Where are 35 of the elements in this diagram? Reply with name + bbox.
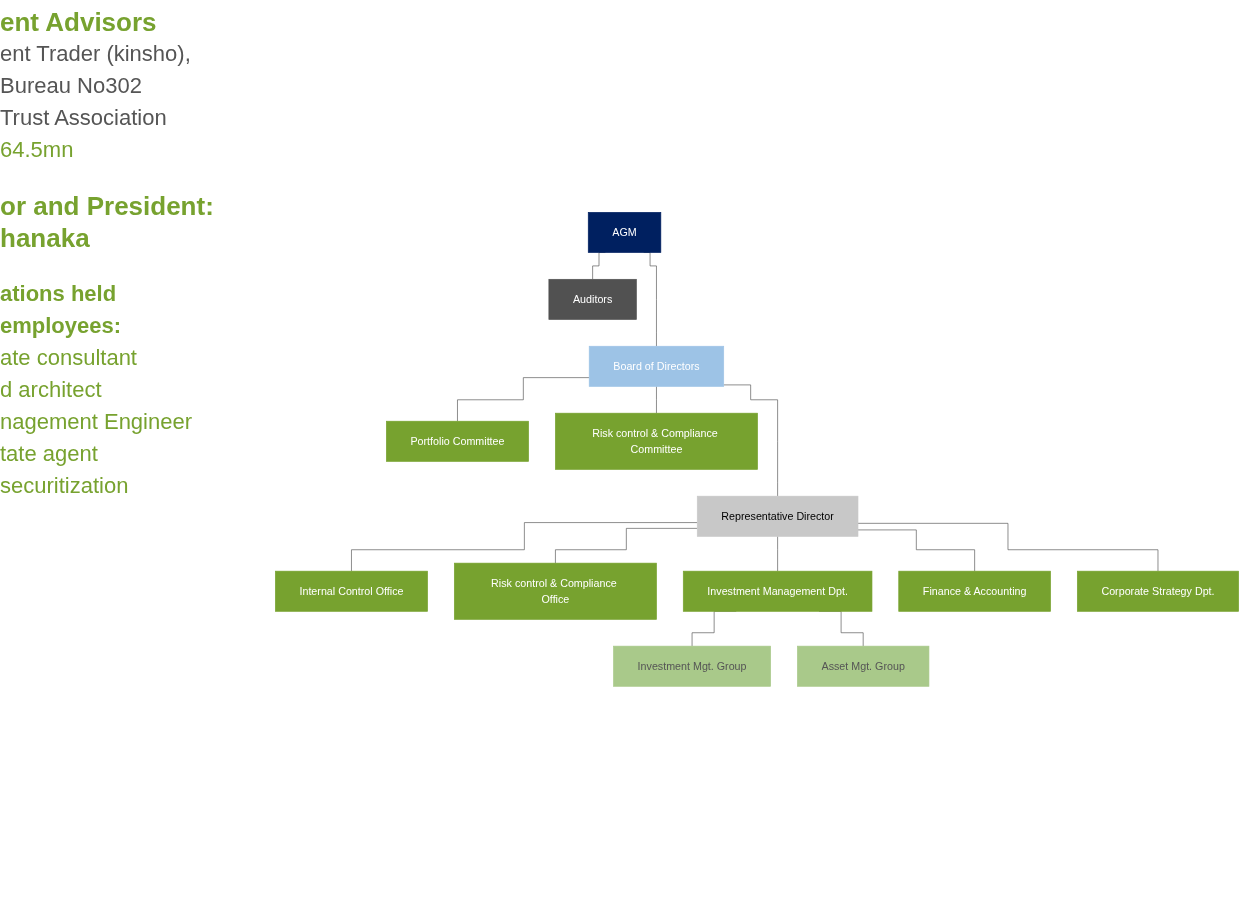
node-box: AGM xyxy=(587,211,662,253)
note-text: nagement Engineer xyxy=(0,408,194,436)
note-text: or and President: xyxy=(0,190,215,222)
node-box: Investment Management Dpt. xyxy=(682,570,873,612)
note-text: ate consultant xyxy=(0,344,138,372)
note-text: 64.5mn xyxy=(0,136,75,164)
connector xyxy=(857,529,975,572)
note-text: Trust Association xyxy=(0,104,168,132)
note-text: Bureau No302 xyxy=(0,72,143,100)
note-text: ent Trader (kinsho), xyxy=(0,40,192,68)
node-box: Asset Mgt. Group xyxy=(797,645,930,687)
connector xyxy=(656,385,657,414)
connector xyxy=(777,535,778,572)
note-text: ent Advisors xyxy=(0,6,158,38)
note-text: d architect xyxy=(0,376,103,404)
note-text: ations held xyxy=(0,280,118,308)
note-text: hanaka xyxy=(0,222,91,254)
connector xyxy=(723,384,778,497)
connector xyxy=(457,376,590,422)
node-box: Corporate Strategy Dpt. xyxy=(1077,570,1239,612)
node-box: Investment Mgt. Group xyxy=(613,645,771,687)
node-box: Risk control & Compliance Office xyxy=(454,562,657,620)
node-box: Board of Directors xyxy=(588,345,725,387)
note-text: securitization xyxy=(0,472,130,500)
node-box: Internal Control Office xyxy=(275,570,428,612)
note-text: tate agent xyxy=(0,440,99,468)
node-box: Portfolio Committee xyxy=(386,420,529,462)
node-box: Finance & Accounting xyxy=(898,570,1051,612)
note-text: employees: xyxy=(0,312,123,340)
node-box: Risk control & Compliance Committee xyxy=(555,412,758,470)
connector xyxy=(555,527,698,564)
connector xyxy=(857,522,1159,572)
node-box: Representative Director xyxy=(696,495,859,537)
node-box: Auditors xyxy=(548,278,637,320)
connector xyxy=(351,521,698,572)
